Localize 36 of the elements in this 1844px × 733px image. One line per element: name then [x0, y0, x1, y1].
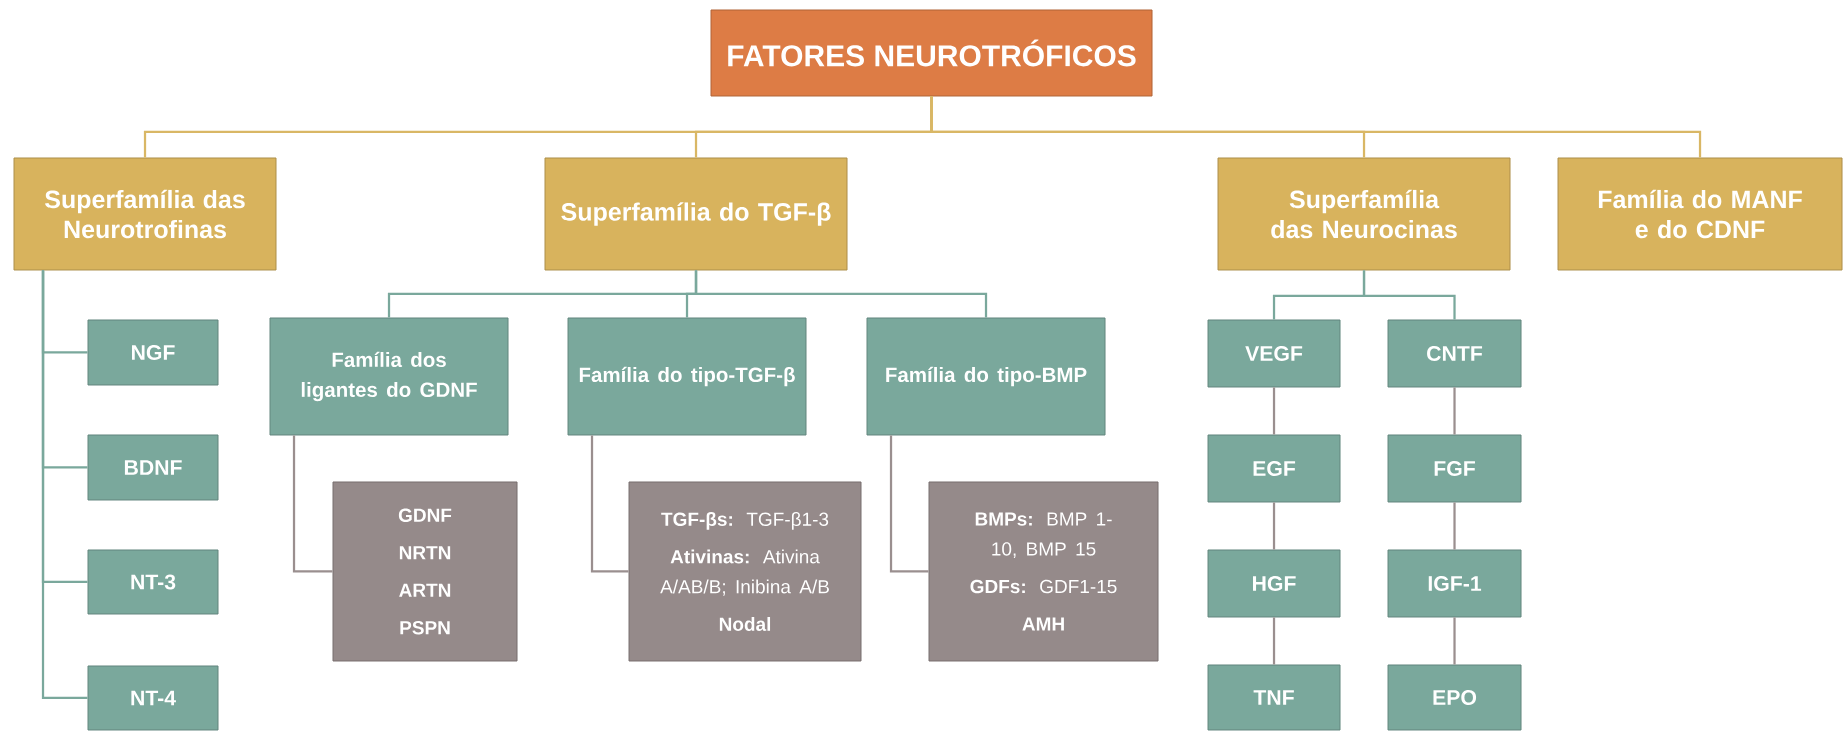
factor-box: FGF [1387, 434, 1522, 503]
factor-box: VEGF [1207, 319, 1341, 388]
family-box: Família do tipo-TGF-β [567, 317, 807, 436]
category-box: Superfamília das Neurocinas [1217, 157, 1511, 271]
connector-line [930, 96, 1702, 158]
connector-line [1453, 502, 1456, 550]
member-box: BMPs: BMP 1-10, BMP 15 GDFs: GDF1-15 AMH [928, 481, 1159, 662]
factor-box: BDNF [87, 434, 219, 501]
member-box: GDNF NRTN ARTN PSPN [332, 481, 518, 662]
factor-box: HGF [1207, 549, 1341, 618]
factor-box: EGF [1207, 434, 1341, 503]
connector-line [41, 270, 88, 700]
family-box: Família dos ligantes do GDNF [269, 317, 509, 436]
connector-line [1362, 270, 1456, 320]
connector-line [292, 435, 333, 573]
member-box: TGF-βs: TGF-β1-3 Ativinas: Ativina A/AB/B; Inibina A/B Nodal [628, 481, 862, 662]
category-box: Superfamília das Neurotrofinas [13, 157, 277, 271]
connector-line [590, 435, 629, 573]
factor-box: IGF-1 [1387, 549, 1522, 618]
category-box: Família do MANF e do CDNF [1557, 157, 1843, 271]
family-box: Família do tipo-BMP [866, 317, 1106, 436]
connector-line [1272, 502, 1276, 550]
factor-box: CNTF [1387, 319, 1522, 388]
connector-line [1453, 387, 1456, 435]
connector-line [889, 435, 929, 573]
connector-line [1272, 617, 1276, 665]
factor-box: TNF [1207, 664, 1341, 731]
connector-line [694, 270, 988, 318]
root-box: FATORES NEUROTRÓFICOS [710, 9, 1153, 97]
connector-line [1272, 387, 1276, 435]
category-box: Superfamília do TGF-β [544, 157, 848, 271]
connector-line [1453, 617, 1456, 665]
factor-box: NT-3 [87, 549, 219, 615]
factor-box: NGF [87, 319, 219, 386]
factor-box: NT-4 [87, 665, 219, 731]
factor-box: EPO [1387, 664, 1522, 731]
